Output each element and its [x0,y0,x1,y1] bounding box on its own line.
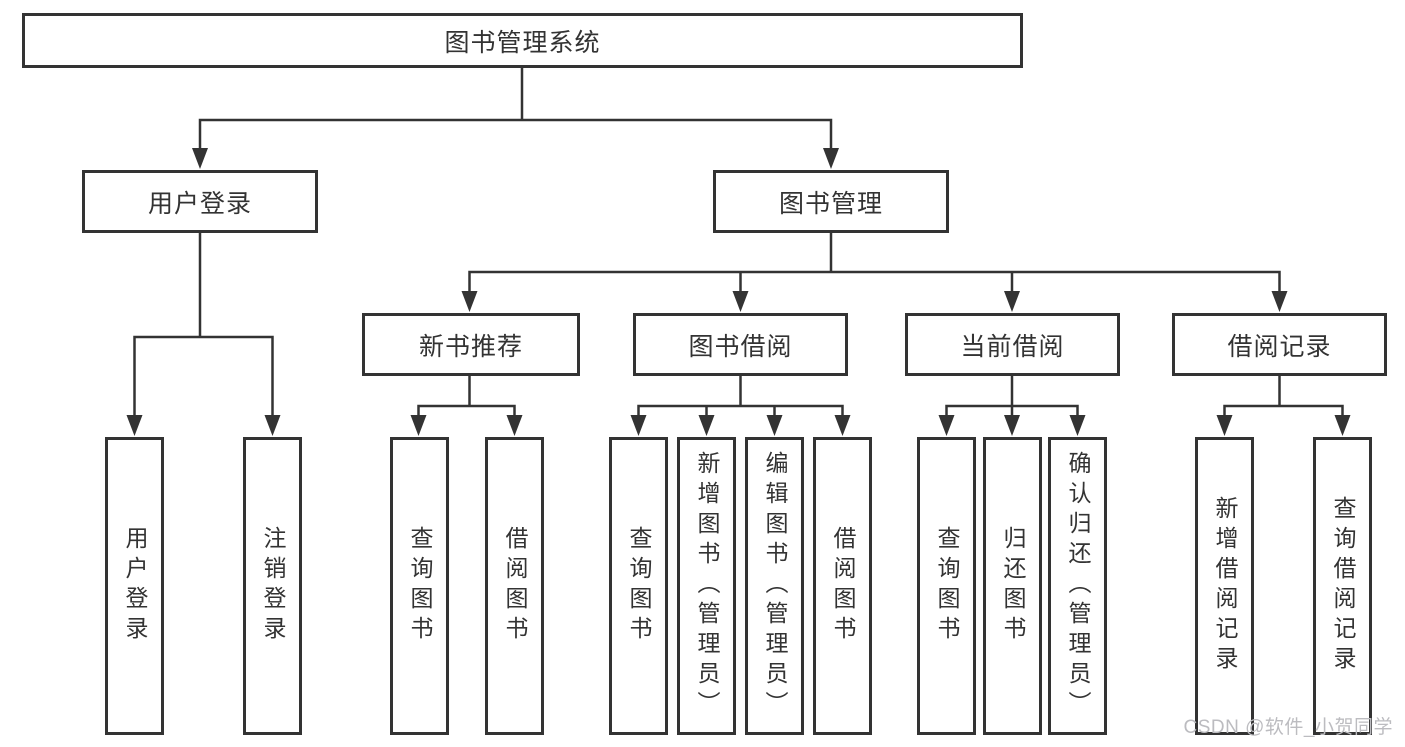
arrowheads [126,148,1351,436]
node-new-book-recommend: 新书推荐 [362,313,580,376]
node-book-borrow: 图书借阅 [633,313,848,376]
connector-new-book-recommend-to-leaves [417,376,516,417]
connector-root-to-level2 [198,68,833,150]
leaf-current-confirm-return-admin: 确认归还（管理员） [1048,437,1107,735]
leaf-borrow-add-books-admin: 新增图书（管理员） [677,437,736,735]
leaf-current-query-books: 查询图书 [917,437,976,735]
node-user-login: 用户登录 [82,170,318,233]
leaf-recommend-query-books: 查询图书 [390,437,449,735]
leaf-logout: 注销登录 [243,437,302,735]
connector-book-management-to-mid [468,232,1281,293]
connector-user-login-to-leaves [133,232,274,417]
watermark: CSDN @软件_小贺同学 [1183,717,1393,738]
leaf-borrow-query-books: 查询图书 [609,437,668,735]
leaf-current-return-books: 归还图书 [983,437,1042,735]
leaf-recommend-borrow-books: 借阅图书 [485,437,544,735]
leaf-user-login: 用户登录 [105,437,164,735]
connector-current-borrow-to-leaves [945,376,1079,417]
leaf-records-add-record: 新增借阅记录 [1195,437,1254,735]
connector-borrow-records-to-leaves [1223,376,1344,417]
node-library-management-system: 图书管理系统 [22,13,1023,68]
leaf-borrow-borrow-books: 借阅图书 [813,437,872,735]
leaf-borrow-edit-books-admin: 编辑图书（管理员） [745,437,804,735]
connector-book-borrow-to-leaves [637,376,844,417]
node-book-management: 图书管理 [713,170,949,233]
leaf-records-query-record: 查询借阅记录 [1313,437,1372,735]
node-borrow-records: 借阅记录 [1172,313,1387,376]
node-current-borrow: 当前借阅 [905,313,1120,376]
